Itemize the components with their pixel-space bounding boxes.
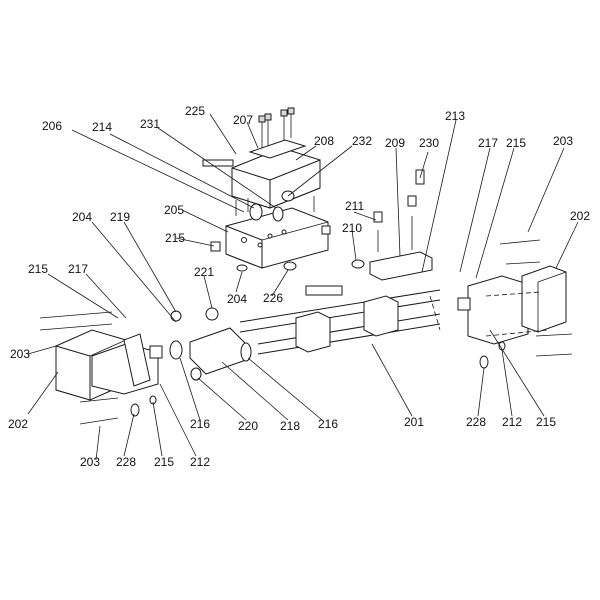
- sensor-bracket: [351, 169, 433, 281]
- callout-217-top: 217: [478, 136, 498, 150]
- callout-209: 209: [385, 136, 405, 150]
- callout-218: 218: [280, 419, 300, 433]
- piston-parts: [169, 307, 252, 381]
- callout-225: 225: [185, 104, 205, 118]
- callout-207: 207: [233, 113, 253, 127]
- callout-212-right: 212: [502, 415, 522, 429]
- callout-203-bottom: 203: [80, 455, 100, 469]
- callout-226: 226: [263, 291, 283, 305]
- rod-assembly: [239, 285, 441, 355]
- callout-210: 210: [342, 221, 362, 235]
- callout-215-right: 215: [536, 415, 556, 429]
- right-end-cap: [457, 239, 573, 369]
- callout-228-right: 228: [466, 415, 486, 429]
- callout-203-top: 203: [553, 134, 573, 148]
- callout-205: 205: [164, 203, 184, 217]
- callout-216-b: 216: [318, 417, 338, 431]
- callout-204-left: 204: [72, 210, 92, 224]
- callout-228-left: 228: [116, 455, 136, 469]
- left-end-cap: [39, 311, 163, 425]
- callout-214: 214: [92, 120, 112, 134]
- callout-208: 208: [314, 134, 334, 148]
- callout-labels: 225 207 206 214 231 208 232 209 230 213 …: [8, 104, 590, 469]
- leader-lines: [27, 113, 579, 461]
- callout-206: 206: [42, 119, 62, 133]
- callout-220: 220: [238, 419, 258, 433]
- callout-215-top: 215: [506, 136, 526, 150]
- callout-203-left: 203: [10, 347, 30, 361]
- callout-219: 219: [110, 210, 130, 224]
- callout-217-left: 217: [68, 262, 88, 276]
- callout-215-bl: 215: [154, 455, 174, 469]
- callout-221: 221: [194, 265, 214, 279]
- callout-202-right: 202: [570, 209, 590, 223]
- callout-202-left: 202: [8, 417, 28, 431]
- callout-211: 211: [345, 199, 364, 213]
- callout-201: 201: [404, 415, 424, 429]
- callout-231: 231: [140, 117, 160, 131]
- callout-230: 230: [419, 136, 439, 150]
- callout-215-mid: 215: [165, 231, 185, 245]
- valve-assembly: [202, 107, 321, 209]
- callout-212-left: 212: [190, 455, 210, 469]
- callout-216-a: 216: [190, 417, 210, 431]
- manifold-plate: [210, 196, 331, 272]
- callout-204-mid: 204: [227, 292, 247, 306]
- callout-215-left: 215: [28, 262, 48, 276]
- fittings: [249, 190, 295, 222]
- callout-213: 213: [445, 109, 465, 123]
- callout-232: 232: [352, 134, 372, 148]
